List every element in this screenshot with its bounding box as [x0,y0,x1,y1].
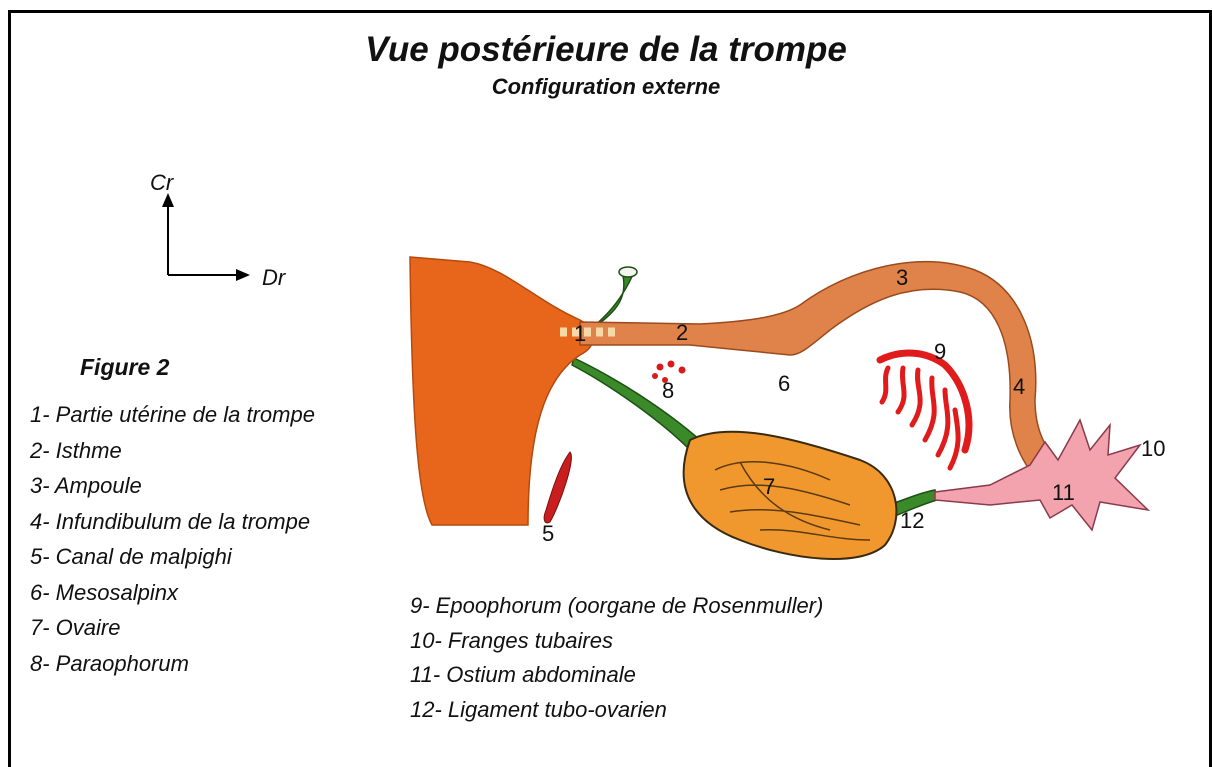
legend-left: 1- Partie utérine de la trompe 2- Isthme… [30,397,315,681]
marker-1: 1 [574,321,586,346]
legend-item: 10- Franges tubaires [410,624,823,659]
legend-item: 7- Ovaire [30,610,315,646]
legend-item: 4- Infundibulum de la trompe [30,504,315,540]
marker-5: 5 [542,521,554,546]
marker-2: 2 [676,320,688,345]
arrow-right-icon [236,269,250,281]
marker-9: 9 [934,339,946,364]
figure-label: Figure 2 [80,354,169,381]
marker-3: 3 [896,265,908,290]
legend-item: 11- Ostium abdominale [410,658,823,693]
marker-4: 4 [1013,374,1025,399]
axis-label-dr: Dr [262,265,287,290]
marker-11: 11 [1052,480,1075,505]
legend-item: 1- Partie utérine de la trompe [30,397,315,433]
epoophorum [880,353,969,468]
arrow-up-icon [162,193,174,207]
legend-item: 3- Ampoule [30,468,315,504]
ovary [684,432,897,559]
orientation-axes: Cr Dr [150,170,287,290]
legend-item: 12- Ligament tubo-ovarien [410,693,823,728]
marker-7: 7 [763,474,775,499]
marker-8: 8 [662,378,674,403]
legend-item: 5- Canal de malpighi [30,539,315,575]
marker-12: 12 [900,508,924,533]
legend-item: 2- Isthme [30,433,315,469]
marker-6: 6 [778,371,790,396]
legend-right: 9- Epoophorum (oorgane de Rosenmuller) 1… [410,589,823,727]
malpighi-canal [544,452,571,523]
marker-10: 10 [1141,436,1165,461]
legend-item: 8- Paraophorum [30,646,315,682]
legend-item: 9- Epoophorum (oorgane de Rosenmuller) [410,589,823,624]
axis-label-cr: Cr [150,170,175,195]
legend-item: 6- Mesosalpinx [30,575,315,611]
